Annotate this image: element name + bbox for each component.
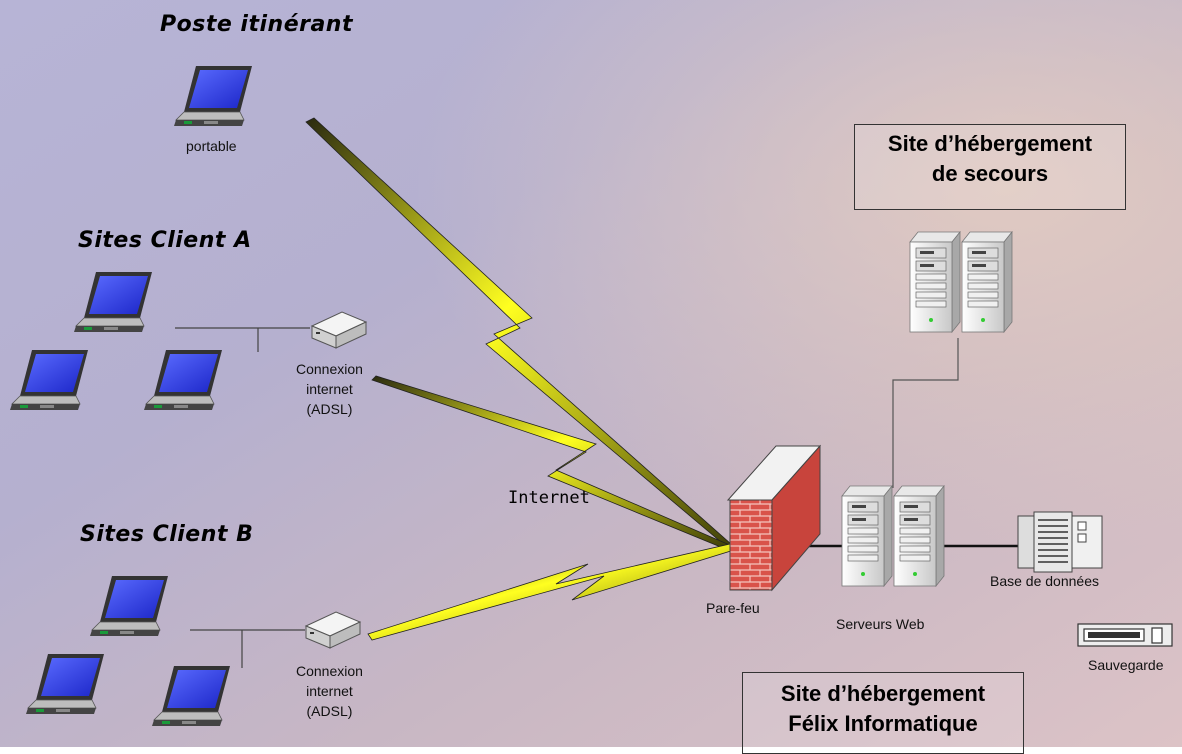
firewall-label: Pare-feu (706, 600, 760, 616)
modem-client-b-icon (305, 611, 361, 649)
laptop-client-b-3-icon (151, 665, 231, 727)
lightning-client-a-to-firewall (371, 375, 733, 551)
group-title-roaming: Poste itinérant (160, 12, 353, 37)
group-title-client-a: Sites Client A (78, 228, 252, 253)
database-label: Base de données (990, 573, 1099, 589)
laptop-client-a-3-icon (143, 349, 223, 411)
laptop-client-a-1-icon (73, 271, 153, 333)
backup-label: Sauvegarde (1088, 657, 1164, 673)
web-server-1-icon (841, 485, 893, 587)
backup-server-2-icon (961, 231, 1013, 333)
firewall-icon (726, 444, 822, 592)
web-server-2-icon (893, 485, 945, 587)
main-site-box: Site d’hébergement Félix Informatique (742, 672, 1024, 754)
lightning-client-b-to-firewall (367, 543, 735, 641)
client-a-network-lines (175, 327, 310, 352)
laptop-client-a-2-icon (9, 349, 89, 411)
database-icon (1017, 511, 1103, 573)
modem-b-label: Connexion internet (ADSL) (296, 663, 363, 719)
laptop-client-b-1-icon (89, 575, 169, 637)
web-servers-label: Serveurs Web (836, 616, 925, 632)
backup-site-box: Site d’hébergement de secours (854, 124, 1126, 210)
laptop-client-b-2-icon (25, 653, 105, 715)
modem-client-a-icon (311, 311, 367, 349)
backup-drive-icon (1077, 623, 1173, 647)
client-b-network-lines (190, 629, 305, 668)
group-title-client-b: Sites Client B (80, 522, 254, 547)
laptop-roaming-icon (173, 65, 253, 127)
laptop-label: portable (186, 138, 237, 154)
internet-label: Internet (508, 488, 590, 508)
modem-a-label: Connexion internet (ADSL) (296, 361, 363, 417)
backup-server-1-icon (909, 231, 961, 333)
